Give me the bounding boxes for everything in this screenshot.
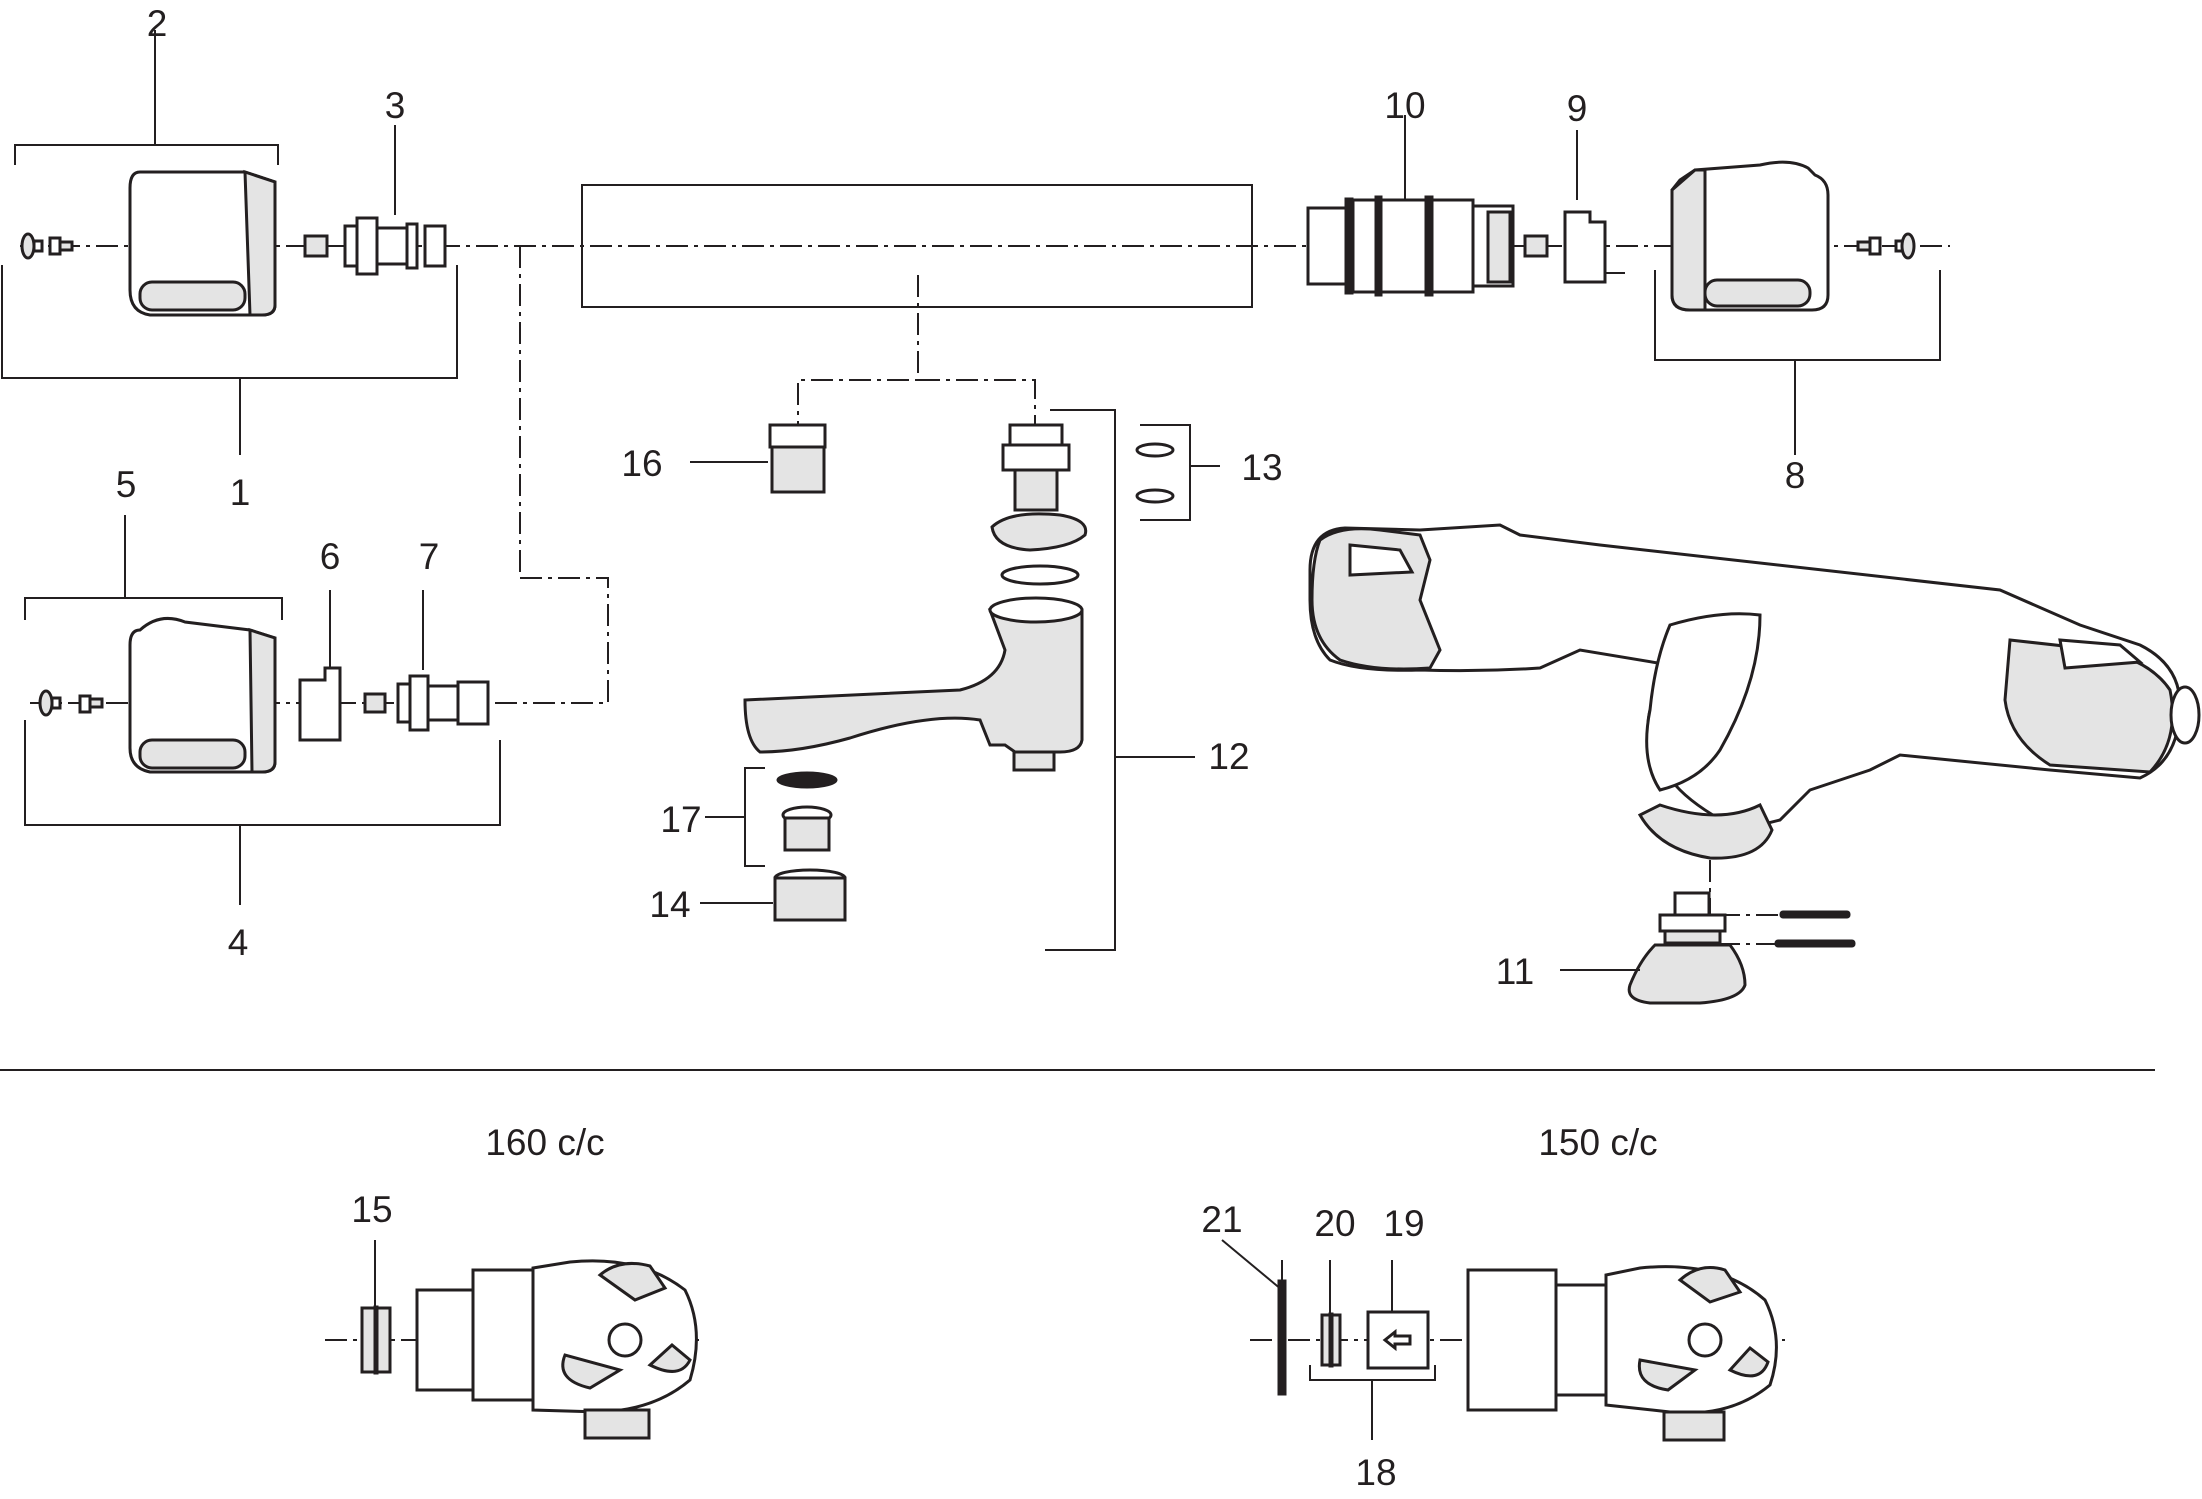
label-14: 14	[649, 884, 690, 925]
handle-assembly-4	[24, 515, 501, 905]
screw-icon	[48, 236, 74, 256]
screw-cap-icon	[1894, 232, 1916, 260]
label-8: 8	[1785, 455, 1806, 496]
screw-icon	[1856, 236, 1882, 256]
spout-connector-icon	[1001, 423, 1071, 512]
spindle-icon	[303, 216, 447, 276]
handle-cap-icon	[128, 169, 277, 317]
label-16: 16	[621, 443, 662, 484]
handle-cap-icon	[128, 616, 277, 774]
label-5: 5	[116, 464, 137, 505]
label-11: 11	[1496, 951, 1534, 992]
label-15: 15	[351, 1189, 392, 1230]
thermostatic-cartridge	[1306, 115, 1578, 297]
elbow-160	[360, 1240, 698, 1440]
label-21: 21	[1201, 1199, 1242, 1240]
mixer-body-outline	[581, 184, 1253, 308]
spout-assembly	[690, 409, 1220, 951]
center-lines	[20, 245, 1950, 1341]
nipple-adapter-icon	[768, 423, 827, 494]
elbow-150	[1277, 1260, 1778, 1442]
caption-160-cc: 160 c/c	[485, 1122, 604, 1163]
adapter-icon	[298, 666, 342, 742]
diverter-ring-icon	[990, 512, 1088, 552]
label-12: 12	[1208, 736, 1249, 777]
spout-icon	[743, 596, 1084, 772]
aerator-insert-icon	[781, 805, 833, 852]
label-9: 9	[1567, 88, 1588, 129]
screw-cap-icon	[20, 232, 44, 260]
label-1: 1	[230, 472, 251, 513]
label-7: 7	[419, 536, 440, 577]
label-17: 17	[660, 799, 701, 840]
part-labels: 1 2 3 4 5 6 7 8 9 10 11 12 13 14 15 16 1…	[116, 3, 1806, 1493]
label-13: 13	[1241, 447, 1282, 488]
label-20: 20	[1314, 1203, 1355, 1244]
mounting-nut-assembly	[1560, 891, 1856, 1005]
handle-assembly-8	[1654, 160, 1941, 455]
handle-cap-icon	[1670, 160, 1830, 312]
caption-150-cc: 150 c/c	[1538, 1122, 1657, 1163]
label-2: 2	[147, 3, 168, 44]
assembled-mixer-illustration	[1308, 523, 2201, 860]
label-10: 10	[1384, 85, 1425, 126]
label-18: 18	[1355, 1452, 1396, 1493]
leader-lines	[394, 125, 1406, 1291]
screw-cap-icon	[38, 689, 62, 717]
label-3: 3	[385, 85, 406, 126]
spindle-icon	[363, 674, 490, 732]
label-4: 4	[228, 922, 249, 963]
handle-assembly-1	[1, 30, 458, 455]
label-6: 6	[320, 536, 341, 577]
cartridge-adapter	[1563, 210, 1625, 284]
aerator-housing-icon	[773, 868, 847, 922]
label-19: 19	[1383, 1203, 1424, 1244]
screw-icon	[78, 694, 104, 714]
